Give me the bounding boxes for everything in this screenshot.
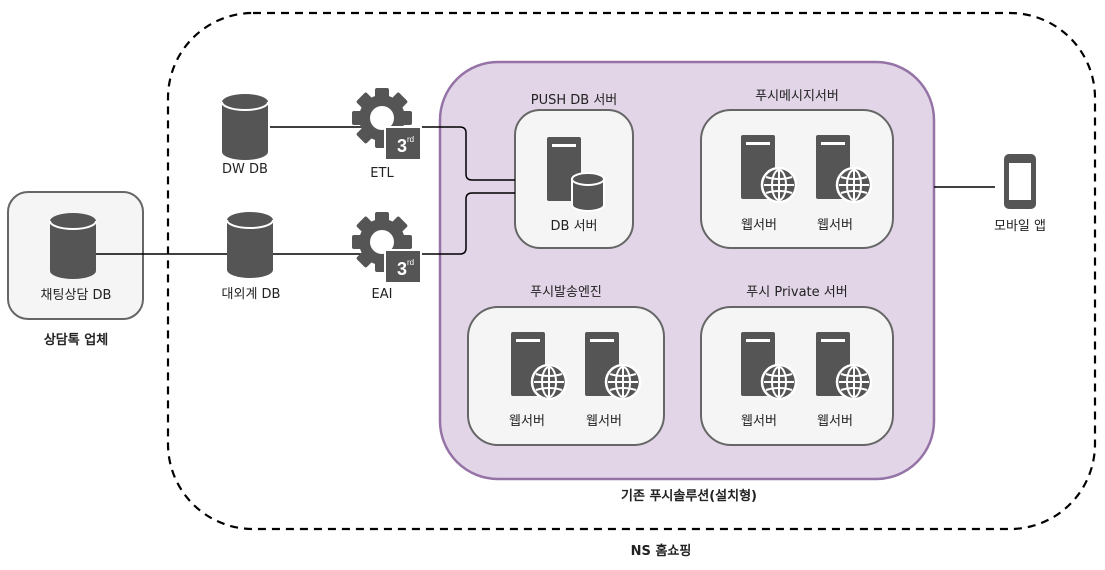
ext-db-label: 대외계 DB — [221, 287, 281, 302]
eai-to-dbserver-line — [395, 192, 515, 255]
etl-badge-sup: rd — [407, 135, 414, 144]
etl-gear-icon: 3 rd — [352, 88, 422, 161]
vendor-group-label: 상담톡 업체 — [43, 333, 109, 348]
etl-to-dbserver-line — [395, 126, 515, 181]
push-solution-label: 기존 푸시솔루션(설치형) — [620, 489, 758, 504]
chat-db-icon — [49, 212, 97, 280]
web-server-label: 웹서버 — [509, 414, 545, 429]
chat-db-label: 채팅상담 DB — [40, 288, 112, 303]
eai-badge: 3 — [397, 259, 407, 279]
web-server-label: 웹서버 — [741, 414, 777, 429]
web-server-label: 웹서버 — [741, 218, 777, 233]
dw-db-icon — [221, 93, 269, 161]
mobile-phone-icon — [1004, 154, 1036, 209]
eai-gear-icon: 3 rd — [352, 212, 422, 284]
push-db-server-title: PUSH DB 서버 — [530, 93, 618, 108]
push-private-server-title: 푸시 Private 서버 — [746, 285, 848, 300]
db-server-icon — [547, 137, 605, 212]
dw-db-label: DW DB — [222, 162, 268, 177]
mobile-app-label: 모바일 앱 — [994, 219, 1046, 234]
eai-label: EAI — [371, 287, 393, 302]
web-server-label: 웹서버 — [817, 218, 853, 233]
eai-badge-sup: rd — [407, 258, 414, 267]
db-server-label: DB 서버 — [550, 219, 598, 234]
outer-group-label: NS 홈쇼핑 — [630, 544, 692, 559]
push-message-server-title: 푸시메시지서버 — [755, 89, 839, 104]
etl-badge: 3 — [397, 136, 407, 156]
outer-group-border — [166, 11, 1097, 531]
ext-db-icon — [226, 211, 274, 279]
etl-label: ETL — [370, 166, 394, 181]
push-engine-title: 푸시발송엔진 — [530, 285, 602, 300]
web-server-label: 웹서버 — [586, 414, 622, 429]
web-server-label: 웹서버 — [817, 414, 853, 429]
